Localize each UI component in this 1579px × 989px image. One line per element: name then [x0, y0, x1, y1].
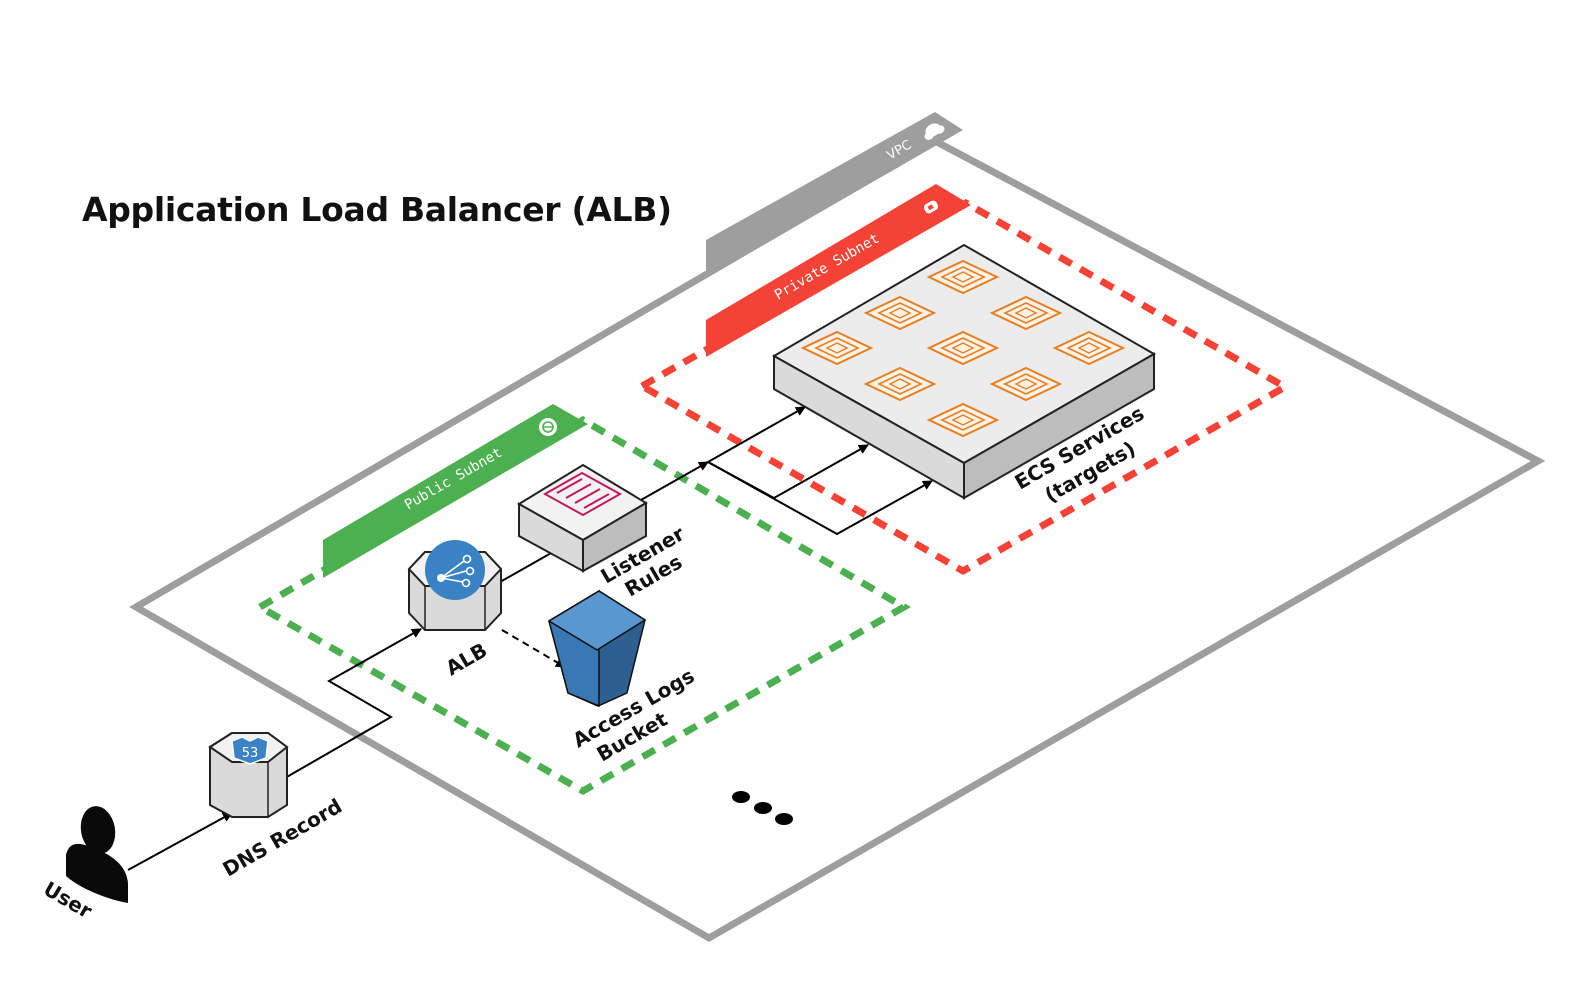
route53-icon: 53: [231, 736, 269, 765]
cloud-icon: [924, 123, 945, 140]
user-icon: [66, 806, 128, 903]
vpc-container: VPC: [129, 112, 1546, 943]
vpc-tab: [706, 112, 963, 278]
alb-to-bucket-arrow: [501, 629, 566, 668]
ecs-target-arrow-3: [707, 461, 933, 536]
ellipsis-icon: [732, 791, 793, 825]
alb-node: [407, 540, 503, 631]
s3-bucket-icon: [547, 589, 647, 708]
lock-icon: [923, 200, 939, 214]
access-logs-bucket-node: [547, 589, 647, 708]
private-subnet-tab: [706, 184, 971, 357]
ecs-services-block: [771, 243, 1157, 500]
diagram-title: Application Load Balancer (ALB): [82, 190, 672, 229]
dns-record-node: 53: [208, 732, 289, 818]
ecs-target-arrow-1: [707, 406, 806, 463]
route53-number: 53: [242, 746, 259, 761]
public-subnet-tab: [323, 404, 588, 578]
dns-to-alb-arrow: [284, 628, 422, 779]
listener-rules-node: [517, 463, 648, 573]
load-balancer-icon: [425, 540, 485, 600]
connections: [127, 406, 933, 871]
user-to-dns-arrow: [127, 812, 233, 871]
globe-icon: [539, 418, 557, 436]
listener-rules-icon: [542, 471, 623, 517]
